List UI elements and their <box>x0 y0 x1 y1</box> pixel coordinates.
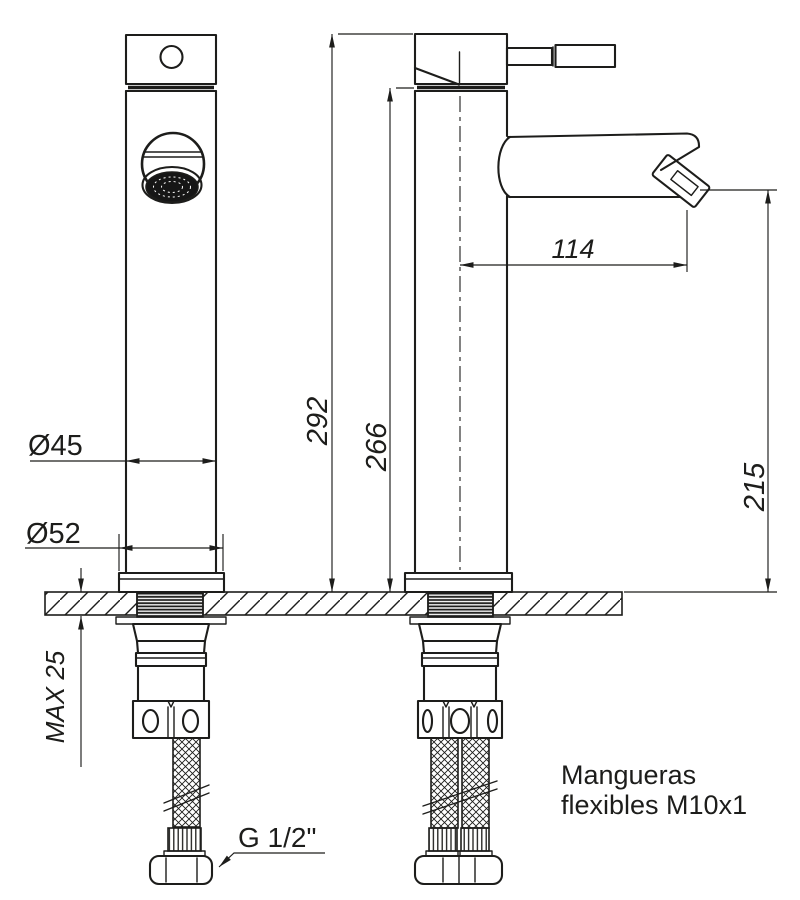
dim-base-diameter <box>25 534 224 571</box>
base-plate-side <box>403 571 514 594</box>
mounting-nut-side <box>416 699 504 740</box>
hex-nut-front <box>148 854 214 886</box>
dim-label-dia52: Ø52 <box>26 518 81 550</box>
countertop-slab-right <box>492 591 623 616</box>
dim-label-max25: MAX 25 <box>40 650 70 743</box>
handle-cap-hole <box>159 44 184 70</box>
dim-spout-reach <box>460 210 688 272</box>
dim-label-114: 114 <box>551 234 594 264</box>
dim-label-dia45: Ø45 <box>28 430 83 462</box>
dimensions <box>25 33 777 868</box>
aerator-front <box>140 131 206 205</box>
countertop-slab-left <box>44 591 138 616</box>
dim-label-215: 215 <box>739 462 771 512</box>
hose-note-line2: flexibles M10x1 <box>561 790 747 820</box>
body-front <box>124 89 218 575</box>
hose-collar-front <box>167 827 202 852</box>
mounting-nut-front <box>131 699 211 740</box>
hex-nuts-side <box>413 854 504 886</box>
front-view <box>115 33 227 886</box>
dim-label-292: 292 <box>302 397 334 446</box>
hose-note-line1: Mangueras <box>561 760 696 790</box>
countertop-slab-middle <box>202 591 429 616</box>
handle-cap-front <box>124 33 218 90</box>
handle-lever <box>505 43 617 69</box>
thread-leader <box>218 852 325 868</box>
spout-outlet <box>651 154 711 208</box>
dim-label-266: 266 <box>361 422 393 472</box>
handle-cap-side <box>413 32 509 90</box>
hose-collar-side-left <box>428 827 458 852</box>
dim-body-height <box>387 87 414 592</box>
flex-hoses-side <box>422 737 498 829</box>
dim-total-height <box>329 33 413 592</box>
dim-spout-height <box>700 189 777 592</box>
under-counter-front <box>115 591 227 886</box>
side-view <box>403 32 711 886</box>
under-counter-side <box>409 591 511 886</box>
annotations: Ø45 Ø52 292 266 215 114 MAX 25 G 1/2" Ma… <box>26 234 771 853</box>
threaded-shank-side <box>427 591 494 618</box>
hose-collar-side-right <box>460 827 490 852</box>
thread-label: G 1/2" <box>238 822 316 853</box>
flex-hose-front <box>163 737 210 828</box>
body-side <box>413 89 509 575</box>
threaded-shank-front <box>136 591 204 618</box>
base-flange-front <box>117 571 226 594</box>
spout <box>497 132 711 208</box>
